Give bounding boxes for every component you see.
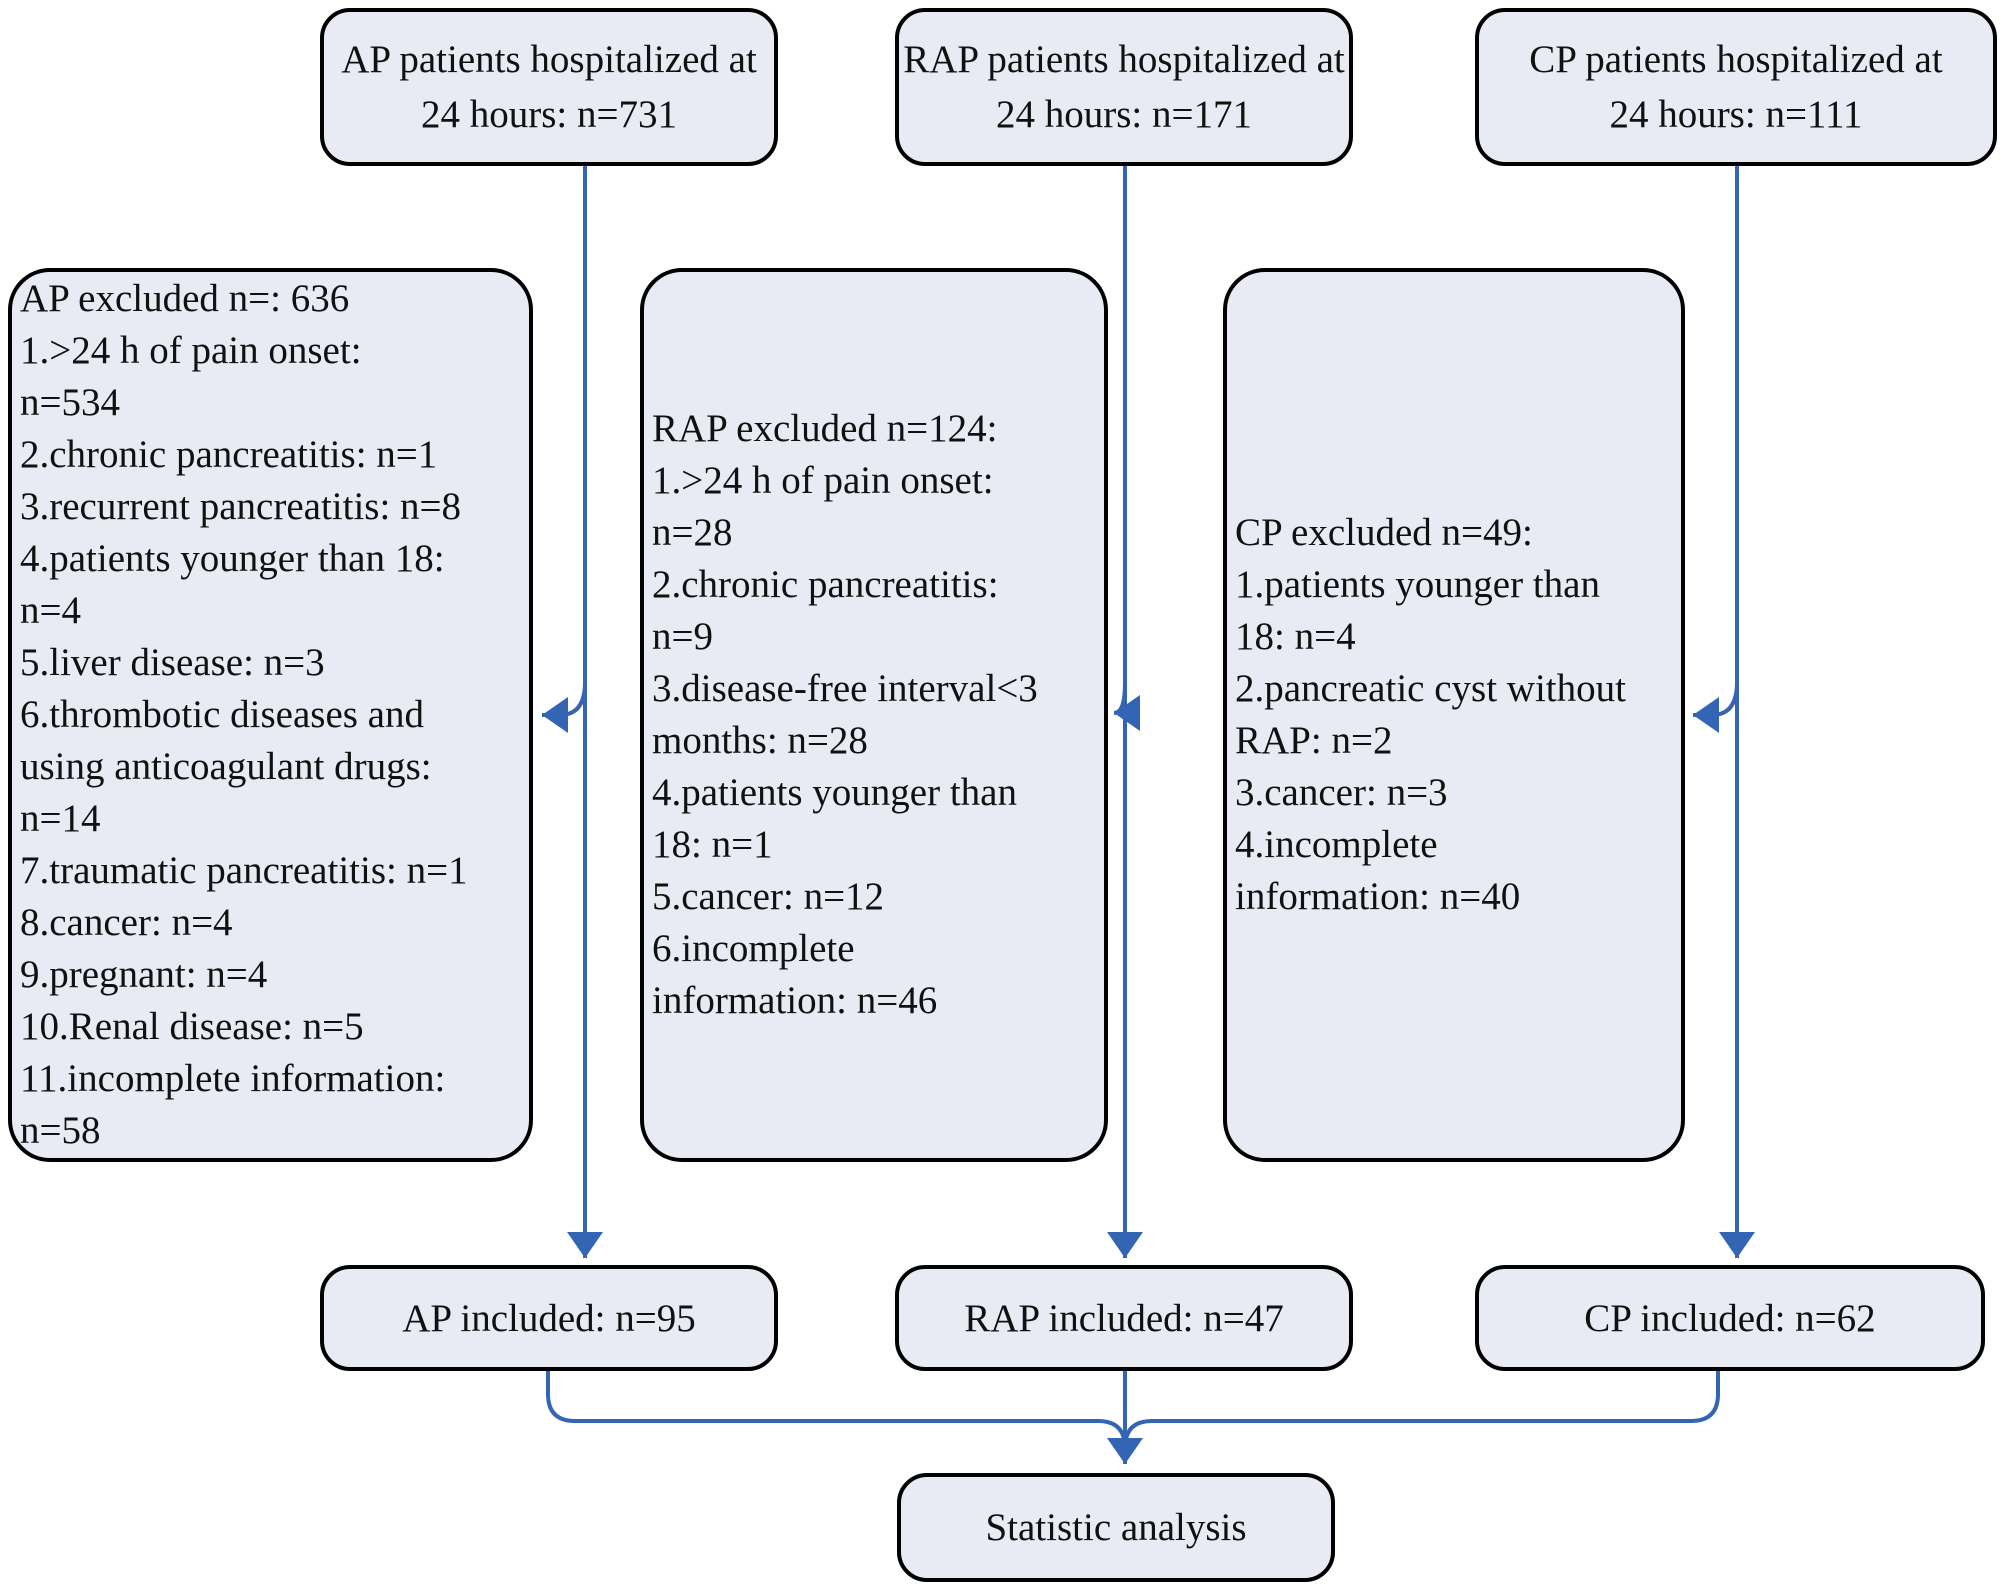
- arrow-rap-exclusion-branch: [1113, 681, 1141, 731]
- box-cp-excluded-text: CP excluded n=49: 1.patients younger tha…: [1235, 511, 1626, 918]
- box-ap-excluded-text: AP excluded n=: 636 1.>24 h of pain onse…: [20, 277, 468, 1152]
- box-rap-excluded-text: RAP excluded n=124: 1.>24 h of pain onse…: [652, 407, 1038, 1022]
- connector-merge-right: [1123, 1371, 1720, 1449]
- box-statistic-analysis: Statistic analysis: [897, 1473, 1335, 1582]
- box-cp-excluded: CP excluded n=49: 1.patients younger tha…: [1223, 268, 1685, 1162]
- box-statistic-analysis-text: Statistic analysis: [985, 1506, 1247, 1549]
- arrow-ap-exclusion-branch: [542, 681, 587, 733]
- box-ap-excluded: AP excluded n=: 636 1.>24 h of pain onse…: [8, 268, 533, 1162]
- box-ap-hospitalized-text: AP patients hospitalized at 24 hours: n=…: [341, 38, 757, 136]
- box-rap-included-text: RAP included: n=47: [964, 1296, 1284, 1340]
- box-ap-hospitalized: AP patients hospitalized at 24 hours: n=…: [320, 8, 778, 166]
- arrow-cp-exclusion-branch: [1693, 681, 1739, 733]
- box-ap-included: AP included: n=95: [320, 1265, 778, 1371]
- box-cp-included: CP included: n=62: [1475, 1265, 1985, 1371]
- box-cp-hospitalized: CP patients hospitalized at 24 hours: n=…: [1475, 8, 1997, 166]
- box-ap-included-text: AP included: n=95: [402, 1296, 696, 1340]
- box-rap-excluded: RAP excluded n=124: 1.>24 h of pain onse…: [640, 268, 1108, 1162]
- box-rap-hospitalized-text: RAP patients hospitalized at 24 hours: n…: [903, 38, 1345, 136]
- box-rap-hospitalized: RAP patients hospitalized at 24 hours: n…: [895, 8, 1353, 166]
- box-cp-hospitalized-text: CP patients hospitalized at 24 hours: n=…: [1529, 38, 1943, 136]
- box-rap-included: RAP included: n=47: [895, 1265, 1353, 1371]
- box-cp-included-text: CP included: n=62: [1584, 1296, 1876, 1340]
- connector-merge-left: [546, 1371, 1127, 1449]
